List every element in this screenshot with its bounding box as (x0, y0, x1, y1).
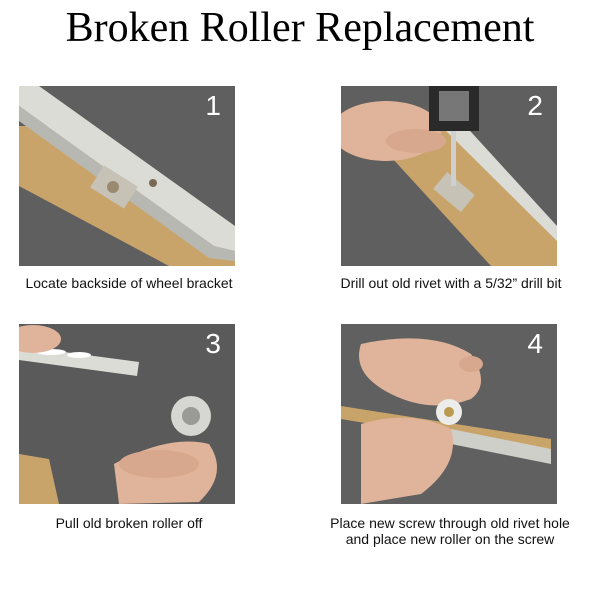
step-2-illustration (341, 86, 557, 266)
step-4-illustration (341, 324, 557, 504)
step-2-caption: Drill out old rivet with a 5/32” drill b… (340, 275, 562, 291)
step-4-caption: Place new screw through old rivet hole a… (300, 515, 600, 547)
step-3-number: 3 (205, 328, 221, 359)
step-1-illustration (19, 86, 235, 266)
step-4-caption-line-2: and place new roller on the screw (345, 531, 555, 547)
step-2-photo: 2 (341, 86, 557, 266)
step-3-photo: 3 (19, 324, 235, 504)
step-3-caption: Pull old broken roller off (55, 515, 203, 531)
step-1-caption: Locate backside of wheel bracket (25, 275, 233, 291)
step-1-number: 1 (205, 90, 221, 121)
step-4-caption-line-1: Place new screw through old rivet hole (330, 515, 570, 531)
page-title: Broken Roller Replacement (65, 5, 535, 51)
step-3-illustration (19, 324, 235, 504)
step-1-photo: 1 (19, 86, 235, 266)
step-2-number: 2 (527, 90, 543, 121)
step-4-number: 4 (527, 328, 543, 359)
step-4-photo: 4 (341, 324, 557, 504)
